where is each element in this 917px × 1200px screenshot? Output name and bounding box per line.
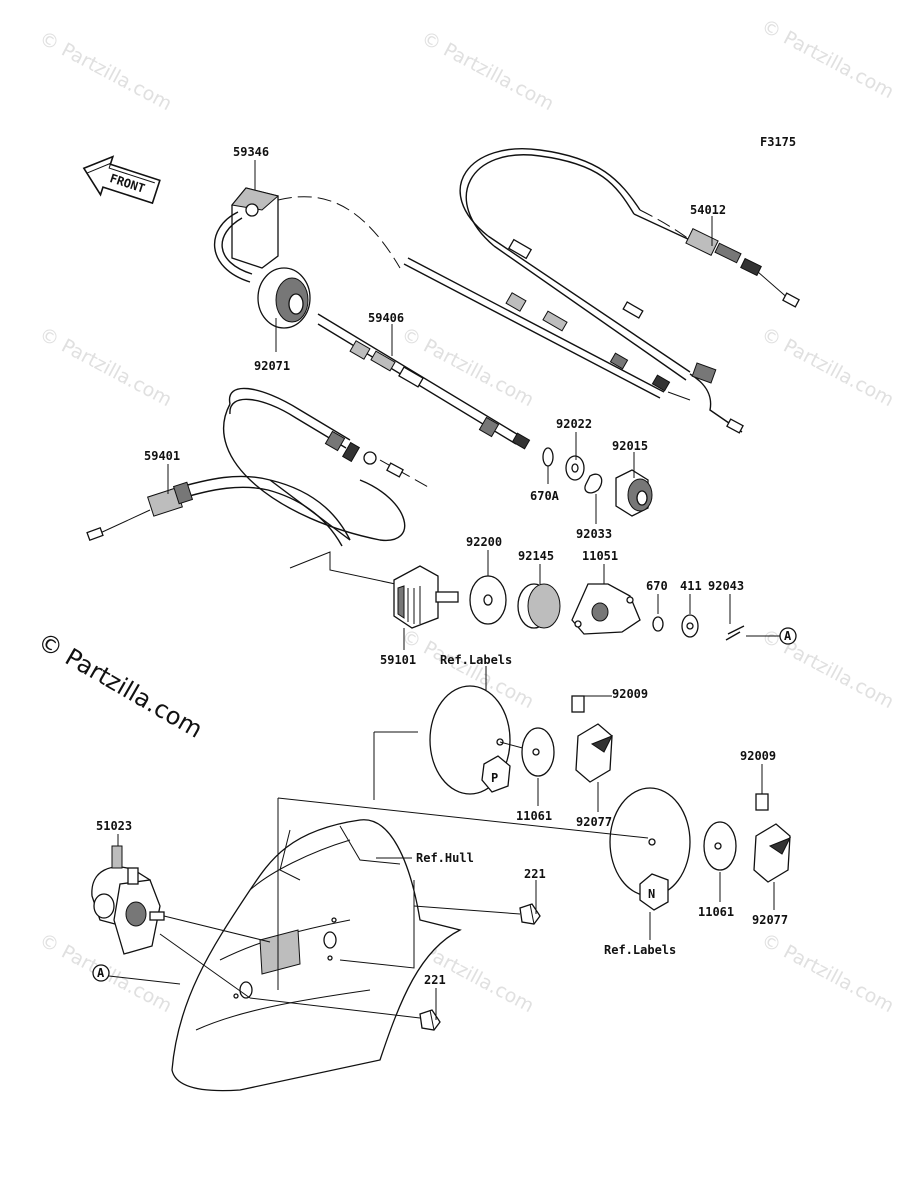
- leader-lines: [117, 160, 775, 940]
- label-92015: 92015: [612, 439, 648, 453]
- label-ref-hull: Ref.Hull: [416, 851, 474, 865]
- label-11051: 11051: [582, 549, 618, 563]
- screws-221: A: [92, 880, 541, 1031]
- marker-a-lower: A: [97, 966, 105, 980]
- watermark: © Partzilla.com: [758, 625, 898, 713]
- label-59101: 59101: [380, 653, 416, 667]
- front-arrow-icon: FRONT: [82, 155, 161, 205]
- watermark: © Partzilla.com: [398, 323, 538, 411]
- label-92145: 92145: [518, 549, 554, 563]
- watermark: © Partzilla.com: [36, 27, 176, 115]
- label-670a: 670A: [530, 489, 560, 503]
- label-92200: 92200: [466, 535, 502, 549]
- label-59401: 59401: [144, 449, 180, 463]
- figure-code: F3175: [760, 135, 796, 149]
- marker-a-upper: A: [784, 629, 792, 643]
- label-ref-labels-1: Ref.Labels: [440, 653, 512, 667]
- watermark: © Partzilla.com: [36, 323, 176, 411]
- part-number-labels: 59346 54012 59406 92071 92022 92015 670A…: [96, 145, 788, 987]
- label-92009-1: 92009: [612, 687, 648, 701]
- watermark: © Partzilla.com: [758, 323, 898, 411]
- label-92022: 92022: [556, 417, 592, 431]
- watermark: © Partzilla.com: [758, 929, 898, 1017]
- label-92043: 92043: [708, 579, 744, 593]
- label-51023: 51023: [96, 819, 132, 833]
- label-92033: 92033: [576, 527, 612, 541]
- label-11061-1: 11061: [516, 809, 552, 823]
- label-59346: 59346: [233, 145, 269, 159]
- label-icon: N: [648, 887, 655, 901]
- cable-59401: [86, 387, 431, 586]
- label-assembly-left: P: [373, 685, 614, 800]
- label-670: 670: [646, 579, 668, 593]
- label-59406: 59406: [368, 311, 404, 325]
- label-assembly-right: N: [277, 787, 792, 911]
- label-ref-labels-2: Ref.Labels: [604, 943, 676, 957]
- hull: [171, 798, 521, 1092]
- fuel-valve-51023: [91, 845, 271, 999]
- hardware-upper: [542, 447, 653, 517]
- label-92009-2: 92009: [740, 749, 776, 763]
- label-icon: P: [491, 771, 498, 785]
- label-411: 411: [680, 579, 702, 593]
- watermark: © Partzilla.com: [758, 15, 898, 103]
- watermark: © Partzilla.com: [418, 27, 558, 115]
- watermark-large: © Partzilla.com: [33, 627, 207, 744]
- label-92071: 92071: [254, 359, 290, 373]
- label-11061-2: 11061: [698, 905, 734, 919]
- label-92077-2: 92077: [752, 913, 788, 927]
- label-92077-1: 92077: [576, 815, 612, 829]
- label-54012: 54012: [690, 203, 726, 217]
- cable-assemblies-upper: [214, 148, 800, 450]
- label-221-2: 221: [424, 973, 446, 987]
- cable-holder-assembly: A: [393, 565, 797, 645]
- label-221-1: 221: [524, 867, 546, 881]
